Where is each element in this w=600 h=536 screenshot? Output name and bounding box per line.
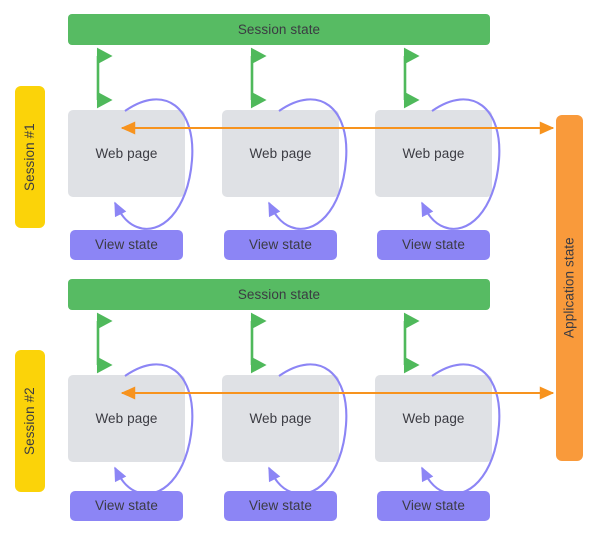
web-page-box-2-3[interactable]: Web page (375, 375, 492, 462)
view-state-box-1-2[interactable]: View state (224, 230, 337, 260)
application-state-bar[interactable]: Application state (556, 115, 583, 461)
session-state-bar-1[interactable]: Session state (68, 14, 490, 45)
session-label-bar-1[interactable]: Session #1 (15, 86, 45, 228)
view-state-box-1-3[interactable]: View state (377, 230, 490, 260)
view-state-box-1-1[interactable]: View state (70, 230, 183, 260)
web-page-box-2-1[interactable]: Web page (68, 375, 185, 462)
session-label-bar-2[interactable]: Session #2 (15, 350, 45, 492)
view-state-box-2-1[interactable]: View state (70, 491, 183, 521)
web-page-box-1-2[interactable]: Web page (222, 110, 339, 197)
view-state-box-2-2[interactable]: View state (224, 491, 337, 521)
session-state-bar-2[interactable]: Session state (68, 279, 490, 310)
web-page-box-1-1[interactable]: Web page (68, 110, 185, 197)
web-page-box-2-2[interactable]: Web page (222, 375, 339, 462)
web-page-box-1-3[interactable]: Web page (375, 110, 492, 197)
view-state-box-2-3[interactable]: View state (377, 491, 490, 521)
